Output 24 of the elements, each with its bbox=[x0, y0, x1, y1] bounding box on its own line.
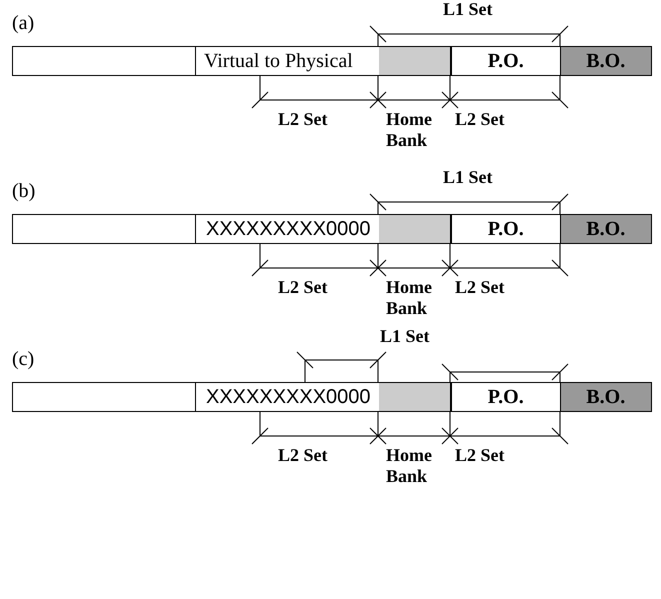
bracket-label: Home Bank bbox=[386, 277, 433, 319]
bracket-label: L2 Set bbox=[278, 445, 328, 466]
address-field: Virtual to Physical bbox=[195, 46, 452, 76]
address-field bbox=[12, 46, 196, 76]
bracket-label: L2 Set bbox=[455, 109, 504, 130]
bracket-label: L2 Set bbox=[278, 109, 328, 130]
panel-label: (b) bbox=[12, 181, 36, 202]
panel-label: (a) bbox=[12, 13, 34, 34]
address-field: XXXXXXXXX0000 bbox=[195, 382, 452, 412]
bracket-label: Home Bank bbox=[386, 445, 433, 487]
bracket-label: L2 Set bbox=[278, 277, 328, 298]
bracket-label: L2 Set bbox=[455, 277, 504, 298]
bracket-label: Home Bank bbox=[386, 109, 433, 151]
address-field bbox=[12, 382, 196, 412]
address-field bbox=[12, 214, 196, 244]
bracket-label: L2 Set bbox=[455, 445, 504, 466]
address-field: B.O. bbox=[560, 382, 652, 412]
address-field: B.O. bbox=[560, 46, 652, 76]
bracket-label: L1 Set bbox=[443, 0, 492, 20]
address-field: B.O. bbox=[560, 214, 652, 244]
panel-label: (c) bbox=[12, 349, 34, 370]
bracket-label: L1 Set bbox=[443, 167, 492, 188]
bracket-label: L1 Set bbox=[380, 326, 430, 347]
address-field: XXXXXXXXX0000 bbox=[195, 214, 452, 244]
